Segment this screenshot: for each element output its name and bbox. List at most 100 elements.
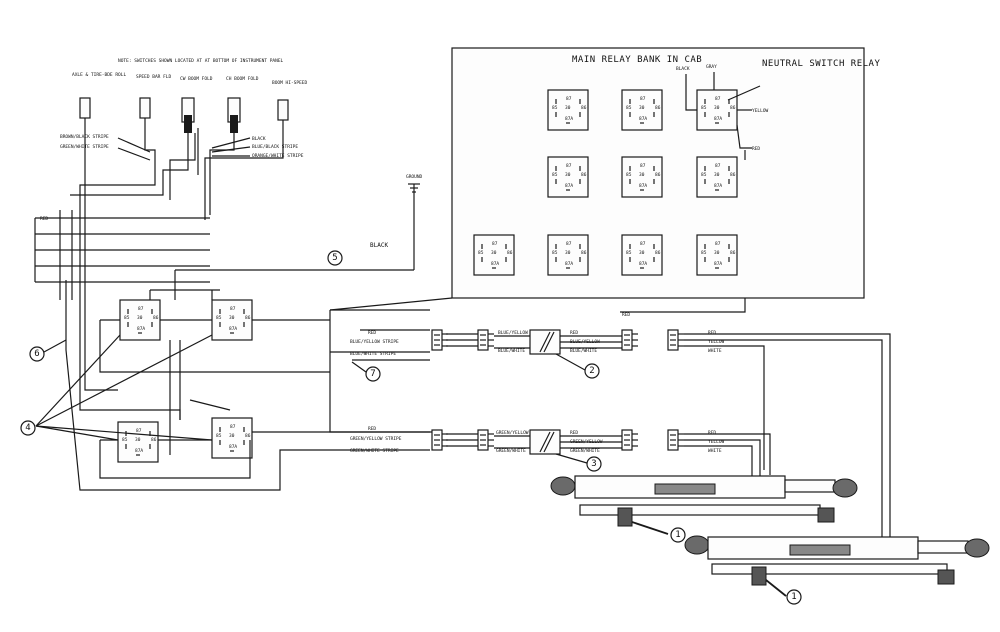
wire-label-blue-yellow: BLUE/YELLOW STRIPE	[350, 339, 399, 345]
relay-pin-label: 30	[565, 250, 571, 256]
relay-pin-label: 86	[730, 105, 736, 111]
svg-text:2: 2	[589, 366, 594, 376]
relay-pin-label: 87	[566, 96, 572, 102]
relay-pin-label: 85	[216, 433, 222, 439]
switch-boom-hi-speed: BOOM HI-SPEED	[272, 80, 308, 121]
relay-pin-label: 87	[566, 163, 572, 169]
wire-label-blue-yellow2: BLUE/YELLOW	[498, 330, 528, 336]
svg-text:5: 5	[332, 253, 337, 263]
relay-pin-label: 85	[122, 437, 128, 443]
svg-text:1: 1	[791, 592, 796, 602]
relay-pin-label: 87A	[714, 116, 722, 122]
relay-pin-label: 86	[507, 250, 513, 256]
wire-label-orange-white: ORANGE/WHITE STRIPE	[252, 153, 304, 159]
wire-label-red-upper-right: RED	[570, 330, 578, 336]
switch-cw-boom: CW BOOM FOLD	[180, 76, 213, 133]
switch-harness	[70, 118, 284, 220]
relay-pin-label: 85	[552, 105, 558, 111]
wire-label-red-relay: RED	[752, 146, 760, 152]
wire-label-red-top: RED	[622, 312, 630, 318]
wire-label-yellow-lower: YELLOW	[708, 439, 725, 445]
relay-pin-label: 30	[135, 437, 141, 443]
svg-text:1: 1	[675, 530, 680, 540]
relay-pin-label: 87A	[639, 116, 647, 122]
switch-speed-bar: SPEED BAR FLD	[136, 74, 172, 119]
wire-label-green-white-stripe: GREEN/WHITE STRIPE	[350, 448, 399, 454]
relay-pin-label: 87A	[714, 183, 722, 189]
left-bus	[34, 210, 430, 491]
wire-label-yellow-relay: YELLOW	[752, 108, 769, 114]
wire-label-black-ground: BLACK	[370, 242, 388, 249]
switch-label-speed-bar: SPEED BAR FLD	[136, 74, 172, 80]
relay-pin-label: 30	[714, 250, 720, 256]
relay-pin-label: 85	[216, 315, 222, 321]
callout-4-leaders	[35, 334, 213, 441]
relay-pin-label: 87A	[714, 261, 722, 267]
relay-pin-label: 87	[230, 424, 236, 430]
callout-3: 3	[555, 453, 602, 472]
switch-label-ch-boom: CH BOOM FOLD	[226, 76, 259, 82]
relay-pin-label: 30	[639, 172, 645, 178]
svg-text:6: 6	[34, 349, 39, 359]
relay-pin-label: 86	[581, 172, 587, 178]
relay-pin-label: 87	[640, 163, 646, 169]
relay-pin-label: 87	[492, 241, 498, 247]
relay-pin-label: 86	[151, 437, 157, 443]
switch-label-boom-hi-speed: BOOM HI-SPEED	[272, 80, 308, 86]
relay-pin-label: 30	[639, 105, 645, 111]
relay-pin-label: 86	[655, 172, 661, 178]
relay-pin-label: 87	[715, 163, 721, 169]
wire-label-red-lower: RED	[368, 426, 376, 432]
relay-pin-label: 86	[655, 250, 661, 256]
relay-pin-label: 87A	[565, 116, 573, 122]
relay-pin-label: 85	[552, 250, 558, 256]
relay-pin-label: 86	[730, 250, 736, 256]
relay-pin-label: 87A	[565, 183, 573, 189]
wire-label-black-relay: BLACK	[676, 66, 690, 72]
wire-label-red-lower-far: RED	[708, 430, 716, 436]
relay-pin-label: 87A	[639, 183, 647, 189]
relay-pin-label: 87	[715, 241, 721, 247]
upper-actuator	[550, 475, 858, 535]
panel-note: NOTE: SWITCHES SHOWN LOCATED AT AT BOTTO…	[118, 58, 284, 64]
relay-pin-label: 87A	[491, 261, 499, 267]
switch-ch-boom: CH BOOM FOLD	[226, 76, 259, 133]
relay-pin-label: 30	[639, 250, 645, 256]
relay-pin-label: 30	[565, 172, 571, 178]
wire-label-black: BLACK	[252, 136, 266, 142]
relay-pin-label: 85	[701, 250, 707, 256]
relay-pin-label: 85	[701, 105, 707, 111]
relay-pin-label: 30	[229, 315, 235, 321]
relay-pin-label: 87A	[137, 326, 145, 332]
upper-harness: RED BLUE/YELLOW STRIPE BLUE/WHITE STRIPE…	[350, 329, 891, 548]
relay-pin-label: 87A	[229, 326, 237, 332]
wire-label-gray-relay: GRAY	[706, 64, 717, 70]
wire-label-red-lower-right: RED	[570, 430, 578, 436]
wire-label-blue-white2: BLUE/WHITE	[498, 348, 525, 354]
relay-pin-label: 86	[730, 172, 736, 178]
relay-pin-label: 85	[626, 105, 632, 111]
relay-pin-label: 85	[478, 250, 484, 256]
wire-label-white-upper: WHITE	[708, 348, 722, 354]
ground-symbol: GROUND	[406, 174, 423, 270]
main-relay-bank: MAIN RELAY BANK IN CAB NEUTRAL SWITCH RE…	[451, 47, 880, 299]
relay-pin-label: 86	[581, 250, 587, 256]
switch-axle: AXLE & TIRE-BDE ROLL	[72, 72, 126, 119]
wire-label-blue-white-stripe: BLUE/WHITE STRIPE	[350, 351, 396, 357]
relay-pin-label: 30	[714, 105, 720, 111]
relay-pin-label: 87	[136, 428, 142, 434]
relay-pin-label: 87A	[229, 444, 237, 450]
relay-pin-label: 30	[137, 315, 143, 321]
svg-text:3: 3	[591, 459, 596, 469]
lower-actuator	[684, 535, 990, 597]
relay-pin-label: 86	[581, 105, 587, 111]
callout-1-lower: 1	[786, 589, 802, 605]
lower-harness: RED GREEN/YELLOW STRIPE GREEN/WHITE STRI…	[329, 380, 771, 478]
main-relay-bank-title: MAIN RELAY BANK IN CAB	[572, 55, 702, 65]
callout-5: 5	[327, 250, 343, 266]
